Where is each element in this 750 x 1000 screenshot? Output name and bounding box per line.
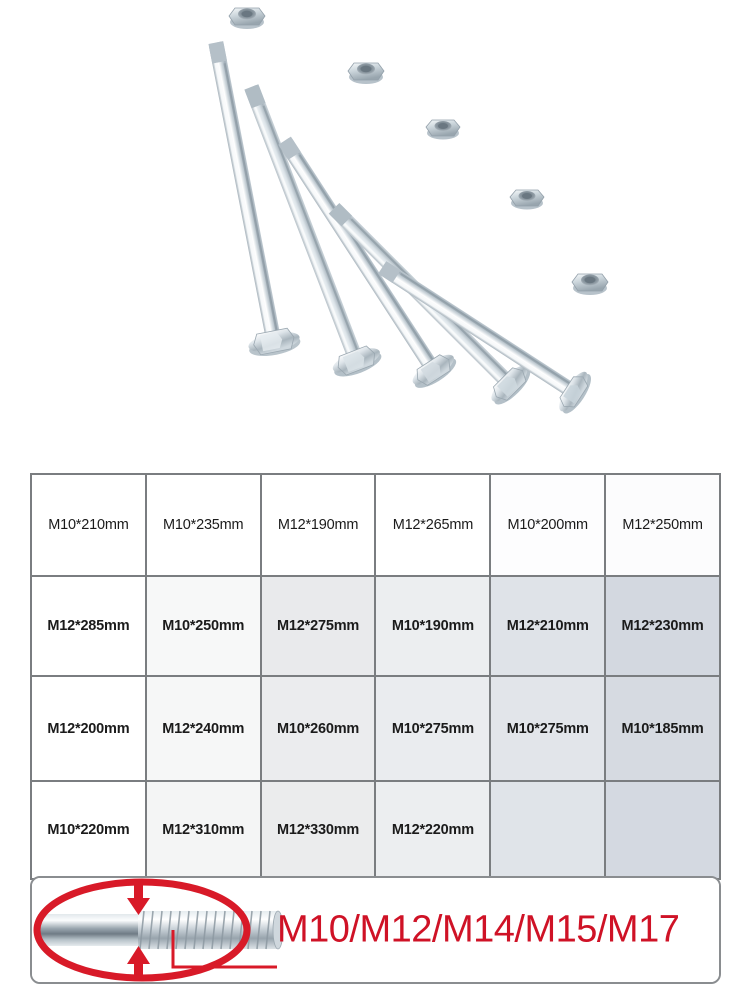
bolt-1 — [208, 41, 301, 357]
table-cell-empty — [604, 780, 721, 880]
bolt-5 — [378, 261, 591, 414]
table-cell[interactable]: M12*200mm — [30, 675, 147, 782]
bolt-2 — [244, 84, 382, 377]
bolts-illustration — [0, 0, 750, 462]
table-row: M12*200mm M12*240mm M10*260mm M10*275mm … — [30, 675, 721, 782]
bolt-shank — [38, 914, 138, 946]
bolt-size-table: M10*210mm M10*235mm M12*190mm M12*265mm … — [30, 473, 721, 880]
table-cell[interactable]: M12*265mm — [374, 473, 492, 577]
table-cell[interactable]: M12*250mm — [604, 473, 721, 577]
table-cell[interactable]: M10*250mm — [144, 575, 262, 677]
table-cell[interactable]: M12*285mm — [30, 575, 147, 677]
table-row: M10*220mm M12*310mm M12*330mm M12*220mm — [30, 780, 721, 880]
table-cell[interactable]: M12*310mm — [144, 780, 262, 880]
table-cell[interactable]: M10*185mm — [604, 675, 721, 782]
thread-sizes-label: M10/M12/M14/M15/M17 — [277, 908, 680, 951]
table-cell[interactable]: M12*190mm — [259, 473, 377, 577]
product-photo — [0, 0, 750, 462]
leader-line — [171, 930, 277, 969]
table-cell[interactable]: M10*220mm — [30, 780, 147, 880]
table-cell[interactable]: M12*230mm — [604, 575, 721, 677]
table-row: M12*285mm M10*250mm M12*275mm M10*190mm … — [30, 575, 721, 677]
table-cell-empty — [489, 780, 607, 880]
flange-nut-3 — [425, 119, 461, 140]
arrow-up-marker — [127, 946, 150, 978]
table-cell[interactable]: M10*190mm — [374, 575, 492, 677]
thread-size-banner: M10/M12/M14/M15/M17 — [30, 876, 721, 984]
table-cell[interactable]: M10*275mm — [489, 675, 607, 782]
table-row: M10*210mm M10*235mm M12*190mm M12*265mm … — [30, 473, 721, 577]
table-cell[interactable]: M12*275mm — [259, 575, 377, 677]
table-cell[interactable]: M10*235mm — [144, 473, 262, 577]
table-cell[interactable]: M12*240mm — [144, 675, 262, 782]
thread-diagram — [32, 878, 719, 982]
flange-nut-2 — [347, 62, 385, 84]
table-cell[interactable]: M10*200mm — [489, 473, 607, 577]
table-cell[interactable]: M12*330mm — [259, 780, 377, 880]
flange-nut-5 — [571, 273, 609, 295]
flange-nut-1 — [228, 7, 266, 29]
table-cell[interactable]: M10*260mm — [259, 675, 377, 782]
table-cell[interactable]: M12*220mm — [374, 780, 492, 880]
bolt-3 — [278, 136, 457, 388]
arrow-down-marker — [127, 884, 150, 915]
table-cell[interactable]: M10*275mm — [374, 675, 492, 782]
flange-nut-4 — [509, 189, 545, 210]
table-cell[interactable]: M10*210mm — [30, 473, 147, 577]
table-cell[interactable]: M12*210mm — [489, 575, 607, 677]
